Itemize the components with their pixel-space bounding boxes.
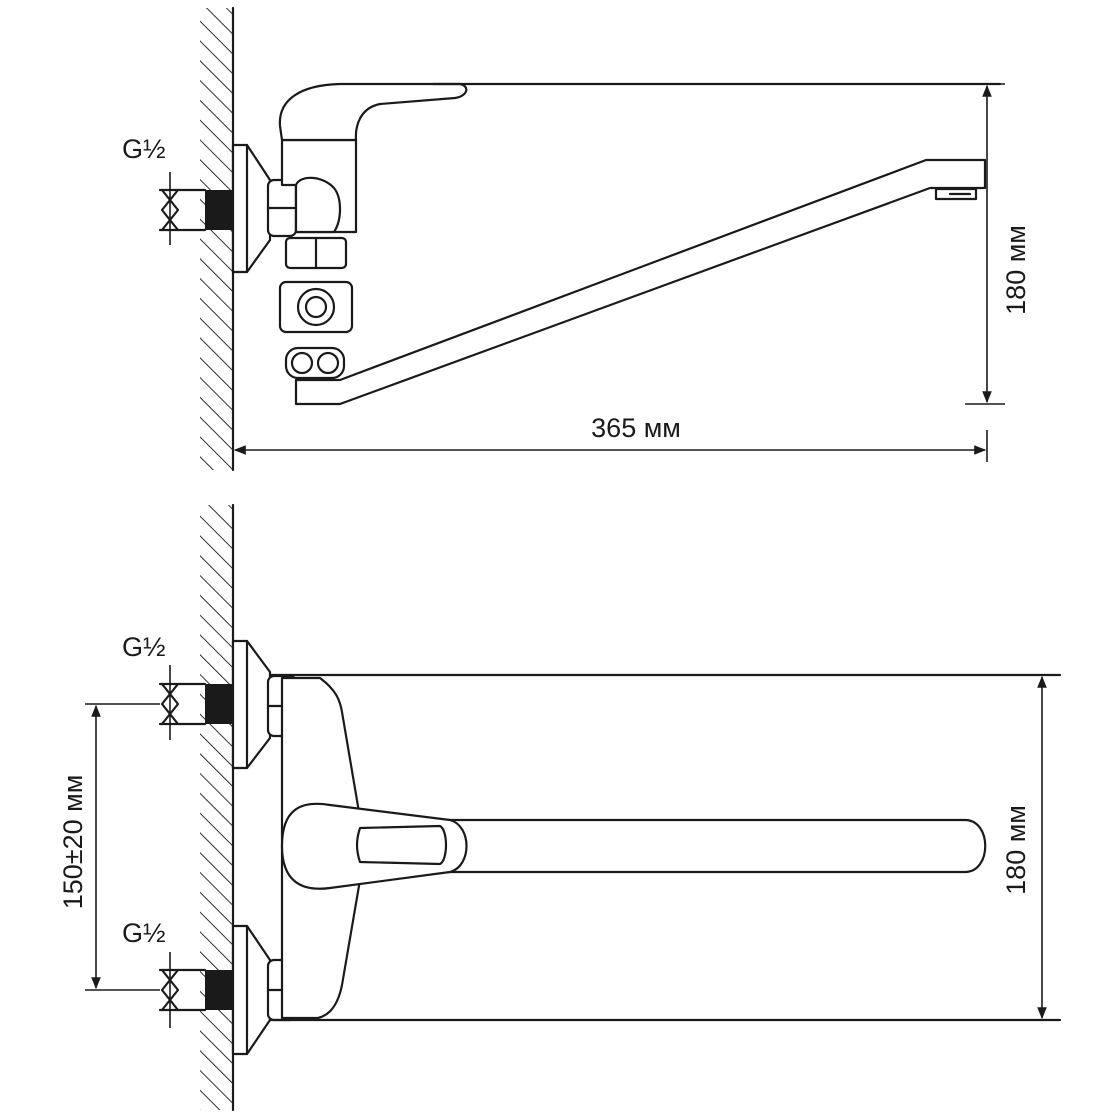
wall-flange (231, 143, 272, 274)
spacing-dim-label: 150±20 мм (58, 775, 88, 910)
length-dimension: 365 мм (233, 413, 988, 462)
spout (294, 158, 987, 406)
union-nut (266, 178, 298, 238)
lever-top (280, 802, 468, 890)
length-dim-label: 365 мм (591, 413, 681, 443)
upper-inlet (158, 639, 298, 770)
side-view: 180 мм 365 мм G½ (122, 6, 1031, 472)
spout-top (438, 818, 987, 874)
top-view: 150±20 мм 180 мм G½ G½ (58, 503, 1062, 1112)
height-dim-label: 180 мм (1001, 225, 1031, 315)
height-dimension: 180 мм (960, 83, 1031, 405)
thread-label-side: G½ (122, 134, 166, 164)
wall-hatching (200, 6, 235, 472)
spacing-dimension: 150±20 мм (58, 703, 160, 991)
lower-fittings (278, 236, 354, 380)
mixer-body (280, 136, 358, 234)
wall-hatching-top (200, 503, 235, 1112)
inlet-connection (158, 172, 235, 245)
width-dimension: 180 мм (1001, 675, 1047, 1020)
width-dim-label: 180 мм (1001, 805, 1031, 895)
thread-label-upper: G½ (122, 632, 166, 662)
lever-handle (278, 82, 1002, 142)
thread-label-lower: G½ (122, 918, 166, 948)
